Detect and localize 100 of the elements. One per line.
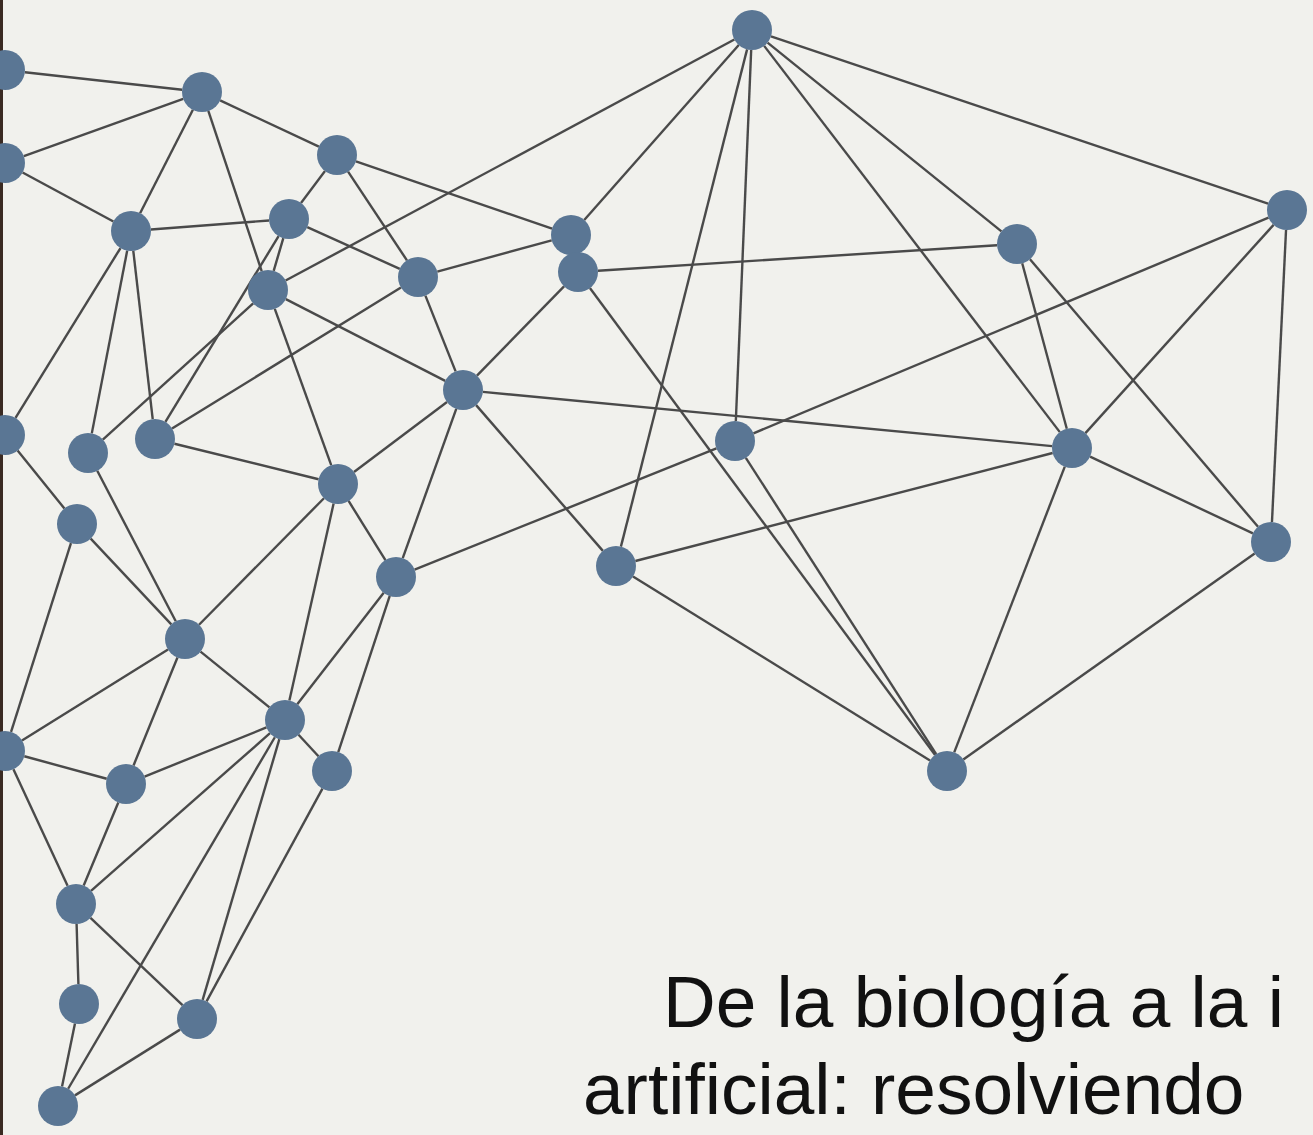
connector-line — [82, 802, 120, 886]
connector-line — [476, 285, 565, 377]
connector-line — [14, 247, 122, 419]
connector-line — [90, 250, 129, 434]
connector-line — [635, 451, 1053, 563]
network-node — [0, 143, 25, 183]
network-node — [1251, 522, 1291, 562]
network-node — [715, 421, 755, 461]
connector-line — [1021, 263, 1068, 429]
connector-line — [207, 110, 263, 272]
network-node — [248, 270, 288, 310]
connector-line — [962, 552, 1256, 761]
connector-line — [424, 295, 457, 372]
connector-line — [306, 226, 401, 270]
heading-text: artificial: resolviendo — [583, 1052, 1245, 1125]
connector-line — [96, 470, 177, 622]
network-node — [182, 72, 222, 112]
connector-line — [102, 302, 254, 441]
network-node — [57, 504, 97, 544]
network-node — [997, 224, 1037, 264]
connector-line — [89, 537, 173, 626]
connector-line — [16, 449, 66, 510]
connector-line — [300, 170, 326, 204]
connector-line — [90, 732, 271, 892]
connector-line — [355, 160, 553, 230]
connector-line — [734, 49, 753, 422]
connector-line — [1270, 229, 1288, 523]
connector-line — [75, 923, 80, 985]
connector-line — [482, 390, 1053, 448]
connector-line — [753, 216, 1269, 435]
network-node — [68, 433, 108, 473]
connector-line — [139, 109, 194, 214]
connector-line — [632, 575, 931, 762]
connector-line — [1089, 455, 1254, 535]
connector-line — [144, 726, 267, 778]
network-node — [443, 370, 483, 410]
network-node — [732, 10, 772, 50]
network-node — [376, 557, 416, 597]
connector-line — [273, 308, 333, 466]
connector-line — [597, 244, 998, 272]
connector-line — [89, 916, 184, 1007]
connector-line — [23, 97, 184, 158]
connector-line — [21, 648, 169, 742]
network-node — [312, 751, 352, 791]
network-node — [0, 415, 25, 455]
connector-line — [763, 45, 1061, 433]
connector-line — [132, 250, 154, 420]
connector-line — [337, 595, 391, 753]
network-node — [265, 700, 305, 740]
connector-line — [60, 1023, 77, 1087]
connector-line — [953, 466, 1066, 753]
network-node — [135, 419, 175, 459]
network-node — [317, 135, 357, 175]
connector-line — [347, 500, 387, 561]
connector-line — [67, 736, 276, 1090]
connector-line — [199, 650, 271, 709]
network-node — [59, 984, 99, 1024]
connector-line — [285, 38, 735, 282]
connector-line — [219, 99, 320, 148]
connector-line — [174, 442, 319, 481]
connector-line — [347, 171, 408, 261]
connector-line — [9, 542, 73, 733]
connector-line — [296, 592, 385, 705]
connector-line — [744, 457, 938, 755]
connector-line — [588, 287, 937, 756]
connector-line — [583, 44, 740, 221]
connector-line — [475, 404, 604, 552]
connector-line — [150, 219, 270, 231]
connector-line — [766, 41, 1003, 233]
connector-line — [24, 71, 183, 91]
connector-line — [12, 768, 69, 887]
connector-line — [770, 35, 1269, 205]
network-node — [398, 257, 438, 297]
network-node — [0, 50, 25, 90]
network-node — [927, 751, 967, 791]
connector-line — [436, 239, 553, 273]
network-node — [165, 619, 205, 659]
network-node — [558, 252, 598, 292]
network-node — [38, 1086, 78, 1126]
connector-line — [401, 408, 458, 559]
network-node — [56, 884, 96, 924]
network-node — [177, 999, 217, 1039]
network-node — [318, 464, 358, 504]
connector-line — [198, 497, 325, 626]
connector-line — [164, 235, 280, 423]
network-node — [1267, 190, 1307, 230]
network-node — [106, 764, 146, 804]
network-node — [0, 731, 25, 771]
network-node — [1052, 428, 1092, 468]
connector-line — [288, 503, 335, 701]
connector-line — [24, 755, 107, 780]
network-node — [551, 215, 591, 255]
connector-line — [22, 171, 114, 223]
connector-line — [132, 657, 179, 766]
connector-line — [619, 49, 749, 547]
connector-line — [1029, 258, 1259, 528]
network-node — [596, 546, 636, 586]
connector-line — [285, 298, 446, 382]
network-node — [111, 211, 151, 251]
connector-line — [74, 1028, 181, 1097]
